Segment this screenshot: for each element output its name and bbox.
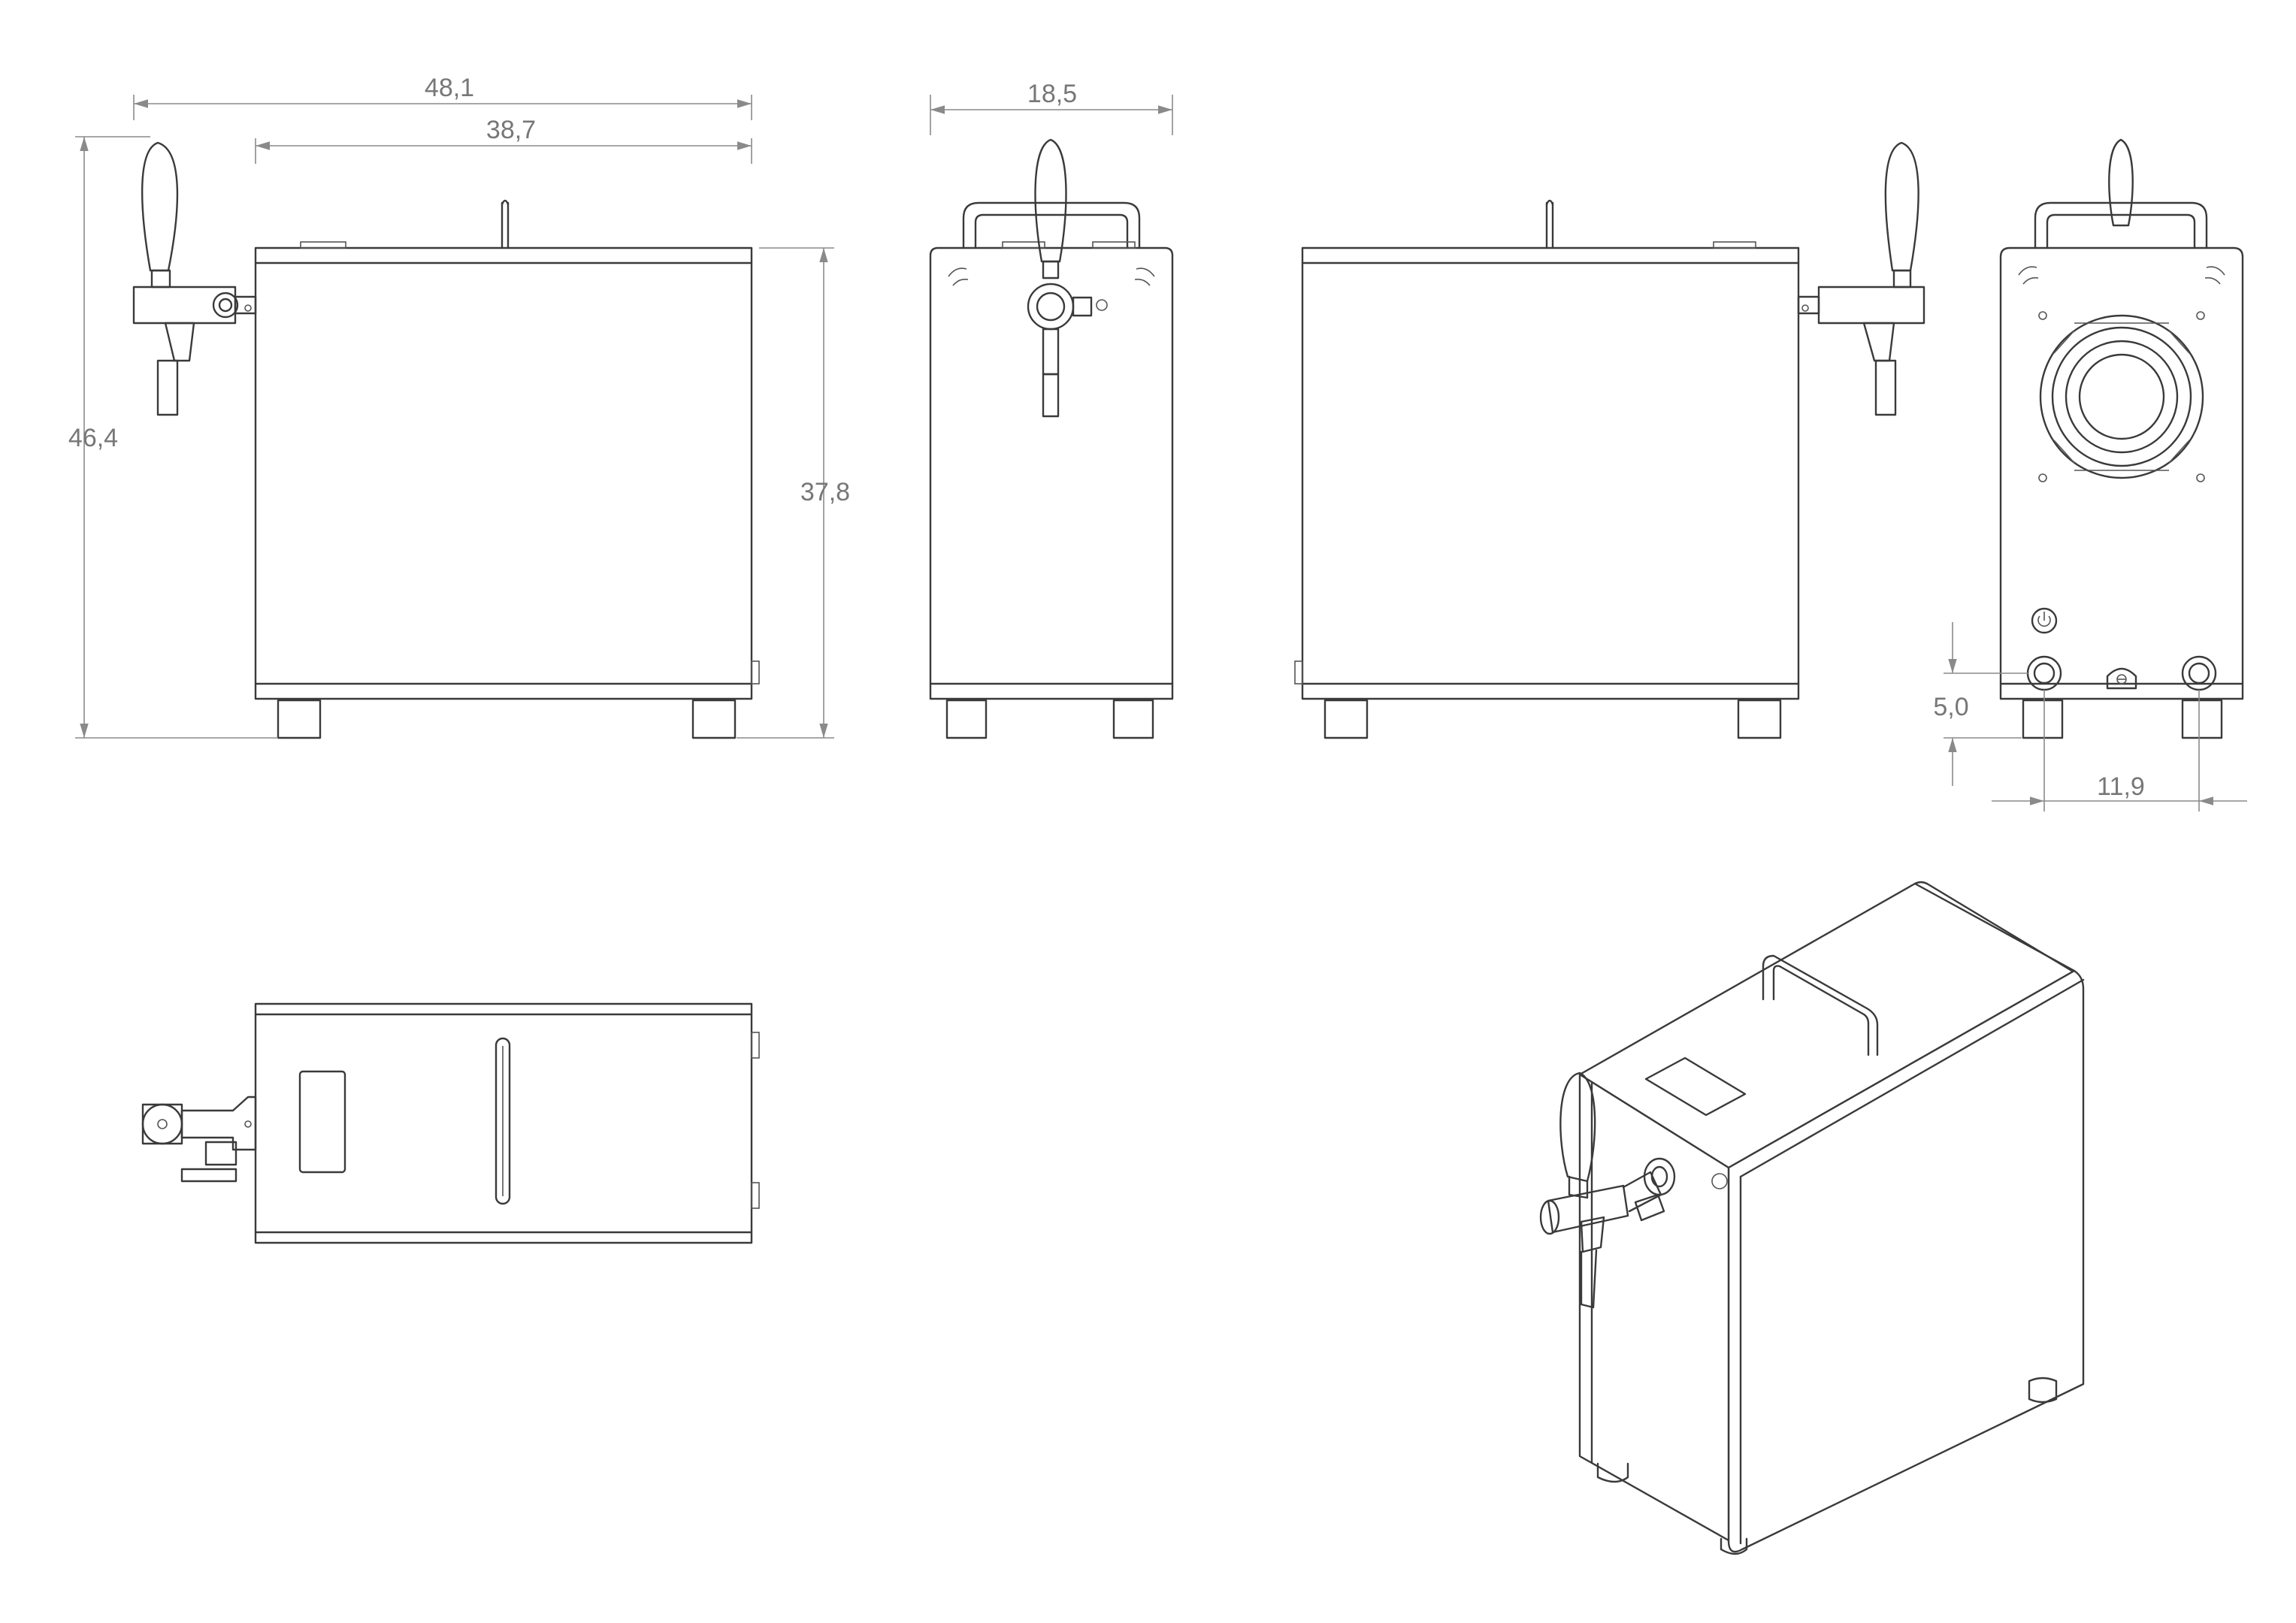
dim-connector-height: 5,0	[1933, 693, 1968, 721]
dimension-lines: 48,1 38,7 18,5 46,4 37,8 5,0 11,9	[68, 74, 2247, 812]
front-view	[132, 141, 760, 739]
top-view	[141, 1002, 760, 1244]
beer-tap-isometric	[1539, 1071, 1676, 1309]
beer-tap-side	[132, 141, 257, 416]
dim-side-width: 18,5	[1027, 80, 1077, 108]
dim-body-height: 37,8	[800, 478, 850, 506]
dim-overall-height: 46,4	[68, 424, 118, 452]
drain-icon	[2106, 667, 2137, 690]
beer-tap-rear	[1797, 141, 1925, 416]
dim-body-width: 38,7	[486, 116, 536, 144]
isometric-view	[1539, 881, 2085, 1555]
beer-tap-front	[1027, 138, 1108, 418]
narrow-front-view	[929, 138, 1174, 739]
beer-tap-top	[141, 1096, 257, 1183]
power-icon	[2031, 607, 2058, 634]
dim-overall-width: 48,1	[425, 74, 474, 102]
back-panel-view	[1999, 138, 2244, 739]
dim-connector-spacing: 11,9	[2097, 772, 2145, 801]
fan-grille-icon	[2038, 311, 2205, 482]
rear-side-view	[1294, 141, 1925, 739]
